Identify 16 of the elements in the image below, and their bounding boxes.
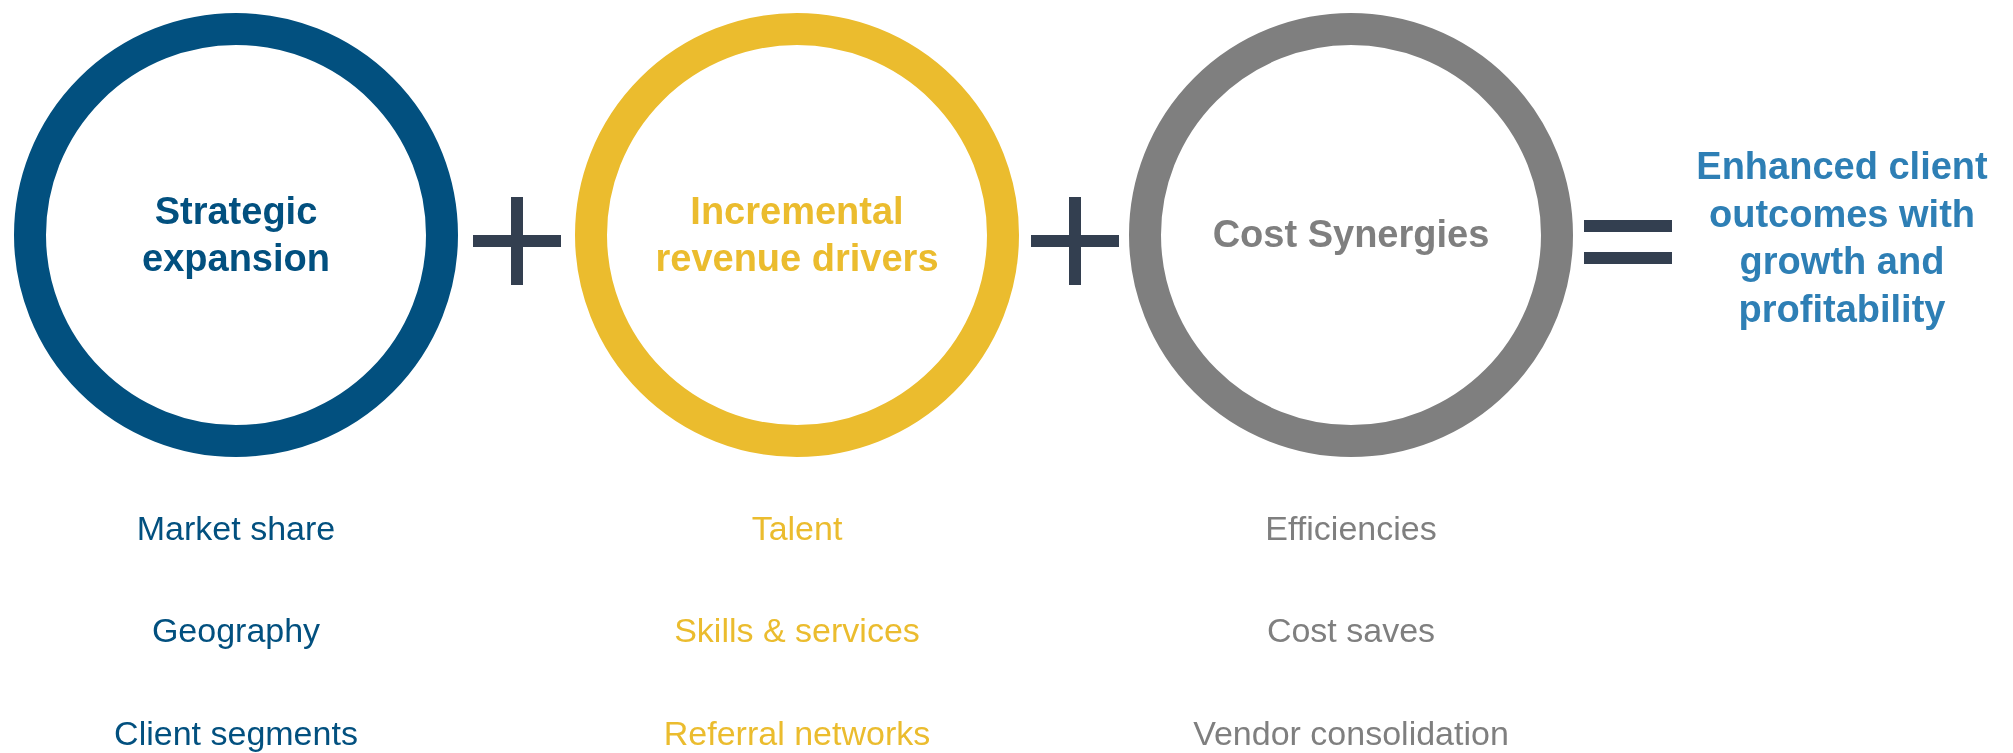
circle-label: Incremental revenue drivers [654,188,940,281]
list-item: Client segments [114,713,358,753]
list-item: Skills & services [674,610,920,650]
circle-label: Strategic expansion [141,188,331,281]
list-item: Market share [136,508,336,548]
list-item: Cost saves [1266,610,1436,650]
list-item: Talent [751,508,843,548]
circle-node [1129,13,1573,457]
list-item: Vendor consolidation [1193,713,1509,753]
result-text: Enhanced client outcomes with growth and profitability [1695,144,1989,332]
list-item: Referral networks [663,713,931,753]
circle-node [14,13,458,457]
circle-node [575,13,1019,457]
list-item: Efficiencies [1265,508,1437,548]
list-item: Geography [151,610,321,650]
circle-label: Cost Synergies [1212,212,1490,258]
